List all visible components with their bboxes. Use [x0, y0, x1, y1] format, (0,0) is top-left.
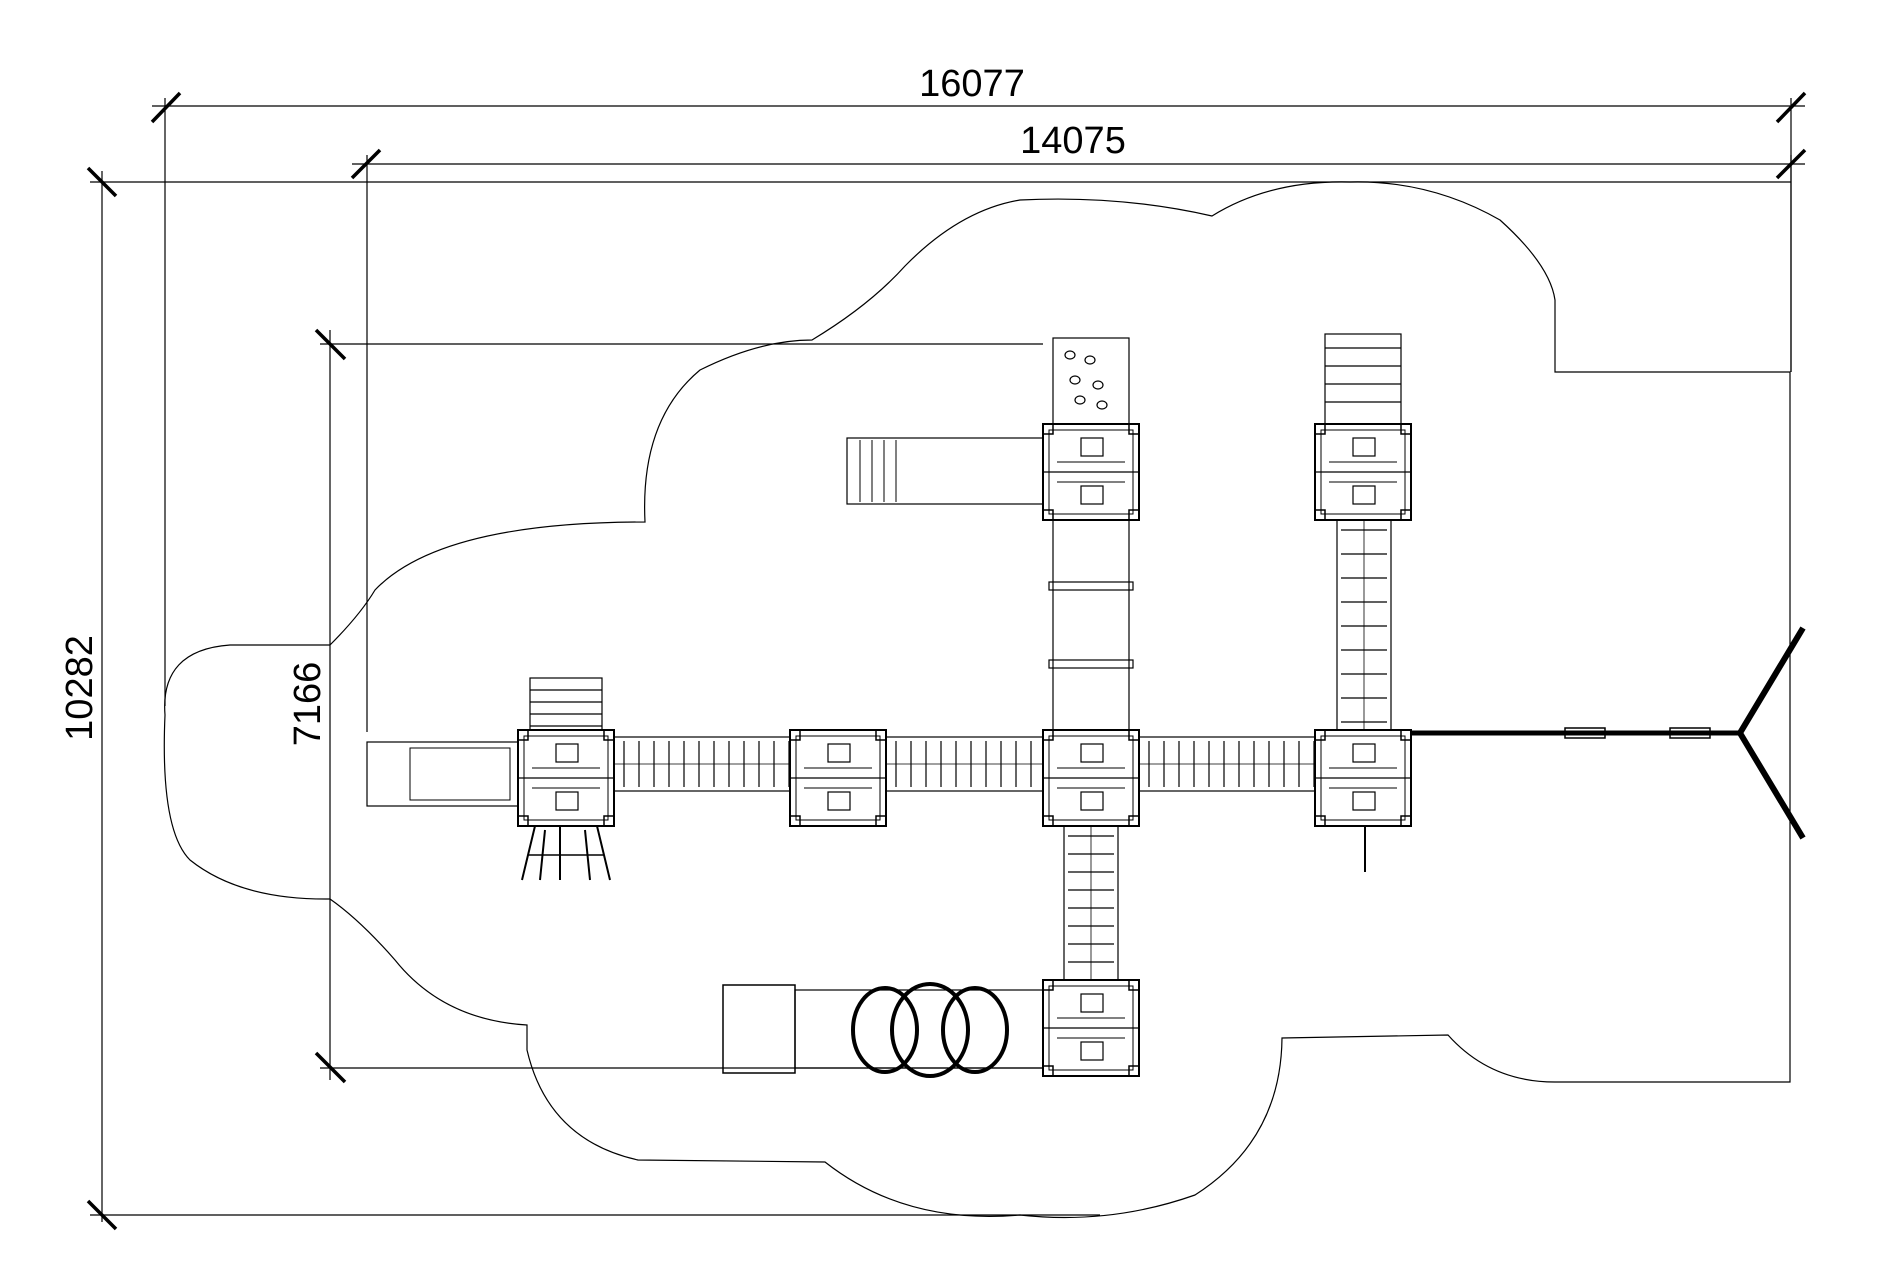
swing-seat: [1564, 727, 1606, 739]
tower-post: [1400, 815, 1412, 827]
safety-zone-outline: [163, 181, 1791, 1219]
swing-frame: [1736, 626, 1806, 840]
climbing-hold: [1084, 355, 1096, 365]
playground-width-label: 14075: [1020, 120, 1126, 162]
bridge-1: [613, 736, 791, 792]
tunnel-ring: [890, 982, 970, 1078]
tower-platform: [1042, 979, 1140, 1077]
tunnel-ring: [941, 986, 1009, 1074]
tunnel-deck: [794, 989, 1044, 1069]
tower-post: [789, 815, 801, 827]
ladder-left: [529, 677, 603, 731]
tower-platform: [1314, 729, 1412, 827]
slide-bed: [846, 437, 1044, 505]
slide-left: [366, 741, 519, 807]
overall-width-label: 16077: [919, 63, 1025, 105]
dimension-overall-width: 16077: [150, 63, 1807, 706]
tower-panel-top: [1080, 743, 1104, 763]
bridge-5: [1063, 825, 1119, 981]
tower-post: [517, 815, 529, 827]
dimension-playground-width: 14075: [350, 120, 1807, 732]
climbing-hold: [1069, 375, 1081, 385]
tower-panel-top: [1080, 993, 1104, 1013]
tower-platform: [1042, 729, 1140, 827]
tower-panel-top: [1352, 437, 1376, 457]
ladder-top-right: [1324, 333, 1402, 425]
tower-platform: [1314, 423, 1412, 521]
slide-lane: [409, 747, 511, 801]
dimension-overall-depth: 10282: [59, 166, 1791, 1231]
tower-panel-bottom: [1352, 791, 1376, 811]
tower-platform: [789, 729, 887, 827]
tower-post: [603, 815, 615, 827]
tower-post: [1400, 509, 1412, 521]
tower-post: [1042, 815, 1054, 827]
tower-post: [1314, 423, 1326, 435]
slide-top: [846, 437, 1044, 505]
tower-post: [1042, 729, 1054, 741]
tower-post: [1042, 423, 1054, 435]
tower-panel-top: [1080, 437, 1104, 457]
bridge-3: [1138, 736, 1316, 792]
tower-post: [1128, 815, 1140, 827]
net-climber: [521, 825, 611, 881]
tube-ring: [1048, 659, 1134, 669]
tower-panel-top: [555, 743, 579, 763]
tunnel-ring: [851, 986, 919, 1074]
crawl-tunnel: [722, 982, 1044, 1078]
bridge-4: [1336, 519, 1392, 731]
tower-panel-top: [1352, 743, 1376, 763]
tower-post: [1128, 509, 1140, 521]
tower-post: [1042, 979, 1054, 991]
tower-post: [517, 729, 529, 741]
climbing-hold: [1064, 350, 1076, 360]
tower-post: [1042, 1065, 1054, 1077]
climbing-hold: [1096, 400, 1108, 410]
tube-ring: [1048, 581, 1134, 591]
ladder-frame: [1324, 333, 1402, 425]
tower-post: [1314, 509, 1326, 521]
tower-panel-bottom: [1080, 485, 1104, 505]
wall-panel: [1052, 337, 1130, 425]
climbing-hold: [1092, 380, 1104, 390]
slide-bed: [366, 741, 519, 807]
tower-panel-bottom: [827, 791, 851, 811]
swing-seat: [1669, 727, 1711, 739]
tower-post: [875, 729, 887, 741]
tube-slide: [1048, 519, 1134, 731]
tower-post: [875, 815, 887, 827]
tube-body: [1052, 519, 1130, 731]
tower-post: [1128, 729, 1140, 741]
tower-post: [1314, 729, 1326, 741]
tower-panel-bottom: [1080, 1041, 1104, 1061]
dimension-playground-depth: 7166: [287, 328, 1043, 1084]
bridge-2: [885, 736, 1044, 792]
net-ropes: [521, 825, 611, 881]
tower-platform: [1042, 423, 1140, 521]
playground-depth-label: 7166: [287, 662, 329, 747]
tower-post: [1400, 729, 1412, 741]
swing: [1364, 626, 1806, 872]
climbing-hold: [1074, 395, 1086, 405]
tower-panel-bottom: [1080, 791, 1104, 811]
tunnel-entry: [722, 984, 796, 1074]
tower-panel-bottom: [555, 791, 579, 811]
overall-depth-label: 10282: [59, 635, 101, 741]
climbing-wall: [1052, 337, 1130, 425]
tower-post: [1128, 423, 1140, 435]
tower-post: [1128, 979, 1140, 991]
tower-post: [1128, 1065, 1140, 1077]
tower-post: [1042, 509, 1054, 521]
tower-panel-top: [827, 743, 851, 763]
tower-post: [1314, 815, 1326, 827]
tower-post: [789, 729, 801, 741]
tower-post: [603, 729, 615, 741]
tower-post: [1400, 423, 1412, 435]
tower-platform: [517, 729, 615, 827]
ladder-frame: [529, 677, 603, 731]
playground-equipment: [366, 333, 1806, 1078]
tower-panel-bottom: [1352, 485, 1376, 505]
